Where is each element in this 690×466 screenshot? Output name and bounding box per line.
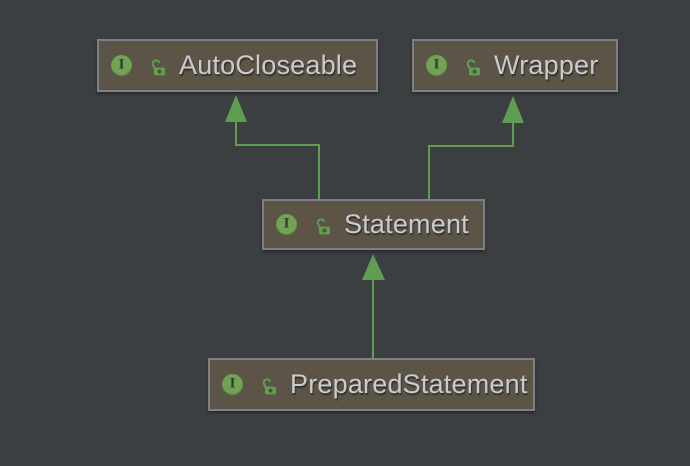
edge-statement-to-autocloseable[interactable] <box>225 95 320 200</box>
interface-icon: I <box>276 214 297 235</box>
unlocked-padlock-icon <box>262 378 276 395</box>
node-wrapper[interactable]: I Wrapper <box>412 39 618 92</box>
interface-letter: I <box>118 56 125 73</box>
node-statement[interactable]: I Statement <box>262 199 485 250</box>
interface-letter: I <box>283 215 290 232</box>
node-label: Wrapper <box>494 50 599 80</box>
interface-letter: I <box>433 56 440 73</box>
interface-letter: I <box>229 375 236 392</box>
node-preparedstatement[interactable]: I PreparedStatement <box>208 358 535 411</box>
inheritance-arrowhead-icon <box>502 96 524 123</box>
unlocked-padlock-icon <box>151 59 165 76</box>
inheritance-arrowhead-icon <box>225 95 247 122</box>
node-label: PreparedStatement <box>290 369 528 399</box>
node-autocloseable[interactable]: I AutoCloseable <box>97 39 378 92</box>
inheritance-arrowhead-icon <box>362 254 385 280</box>
interface-icon: I <box>111 55 132 76</box>
interface-icon: I <box>222 374 243 395</box>
edge-statement-to-wrapper[interactable] <box>428 96 524 200</box>
node-label: Statement <box>344 209 469 239</box>
interface-icon: I <box>426 55 447 76</box>
edge-preparedstatement-to-statement[interactable] <box>362 254 385 358</box>
node-label: AutoCloseable <box>179 50 358 80</box>
unlocked-padlock-icon <box>466 59 480 76</box>
unlocked-padlock-icon <box>316 218 330 235</box>
